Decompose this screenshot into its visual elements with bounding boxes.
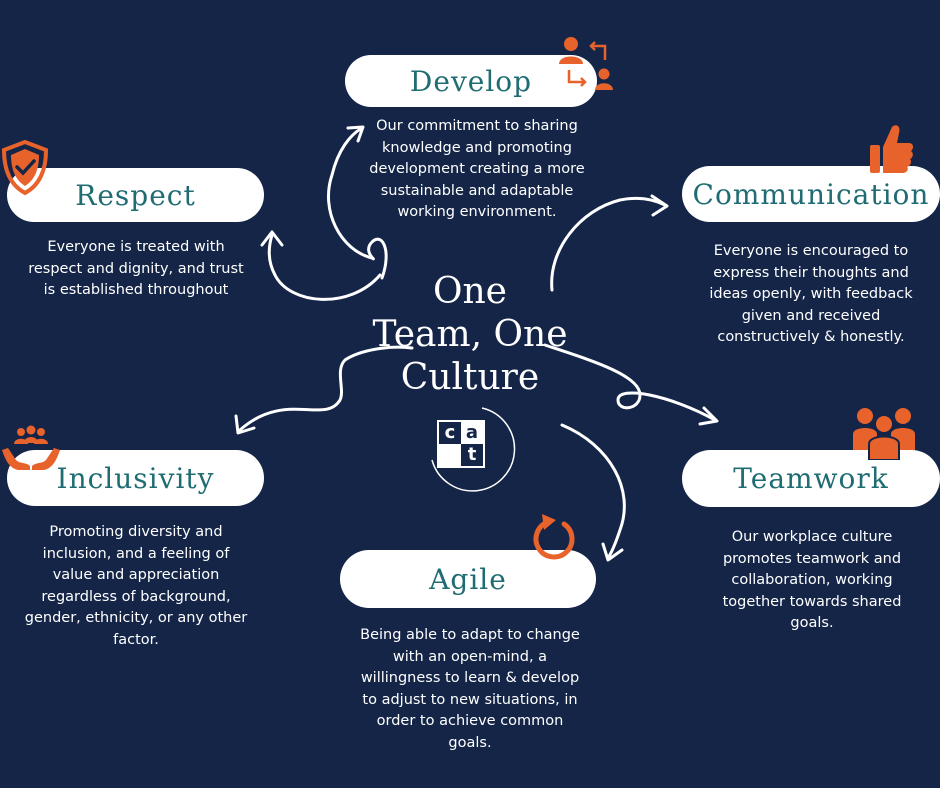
hands-people-icon [2, 425, 60, 470]
arrow-to-inclusivity [238, 345, 414, 432]
center-title: One Team, One Culture [372, 271, 568, 398]
cat-logo: c a t [437, 420, 485, 468]
develop-description: Our commitment to sharing knowledge and … [369, 118, 585, 220]
agile-node: Agile [340, 550, 596, 608]
arrow-to-teamwork [543, 343, 717, 422]
respect-description: Everyone is treated with respect and dig… [28, 239, 244, 298]
inclusivity-label: Inclusivity [56, 461, 215, 495]
logo-ring [431, 407, 516, 492]
agile-description: Being able to adapt to change with an op… [360, 627, 580, 751]
develop-label: Develop [409, 64, 533, 98]
teamwork-label: Teamwork [733, 462, 889, 495]
develop-node: Develop [345, 55, 597, 107]
agile-label: Agile [429, 562, 507, 596]
logo-letter-a: a [461, 422, 483, 444]
shield-check-icon [1, 140, 49, 196]
team-icon [853, 408, 915, 460]
arrow-to-respect [267, 233, 382, 301]
respect-node: Respect [7, 168, 264, 222]
logo-letter-c: c [444, 422, 456, 443]
thumbs-up-icon [870, 125, 914, 173]
teamwork-description: Our workplace culture promotes teamwork … [722, 529, 902, 631]
arrow-to-communication [550, 196, 667, 292]
refresh-icon [533, 514, 575, 560]
logo-letter-t: t [467, 444, 477, 465]
communication-label: Communication [692, 177, 930, 211]
arrow-to-develop [327, 126, 388, 280]
communication-description: Everyone is encouraged to express their … [709, 243, 913, 345]
people-exchange-icon [559, 37, 613, 90]
communication-node: Communication [682, 166, 940, 222]
respect-label: Respect [75, 178, 196, 212]
arrow-to-agile [560, 423, 626, 560]
inclusivity-description: Promoting diversity and inclusion, and a… [24, 524, 248, 648]
logo-blank [439, 444, 461, 466]
